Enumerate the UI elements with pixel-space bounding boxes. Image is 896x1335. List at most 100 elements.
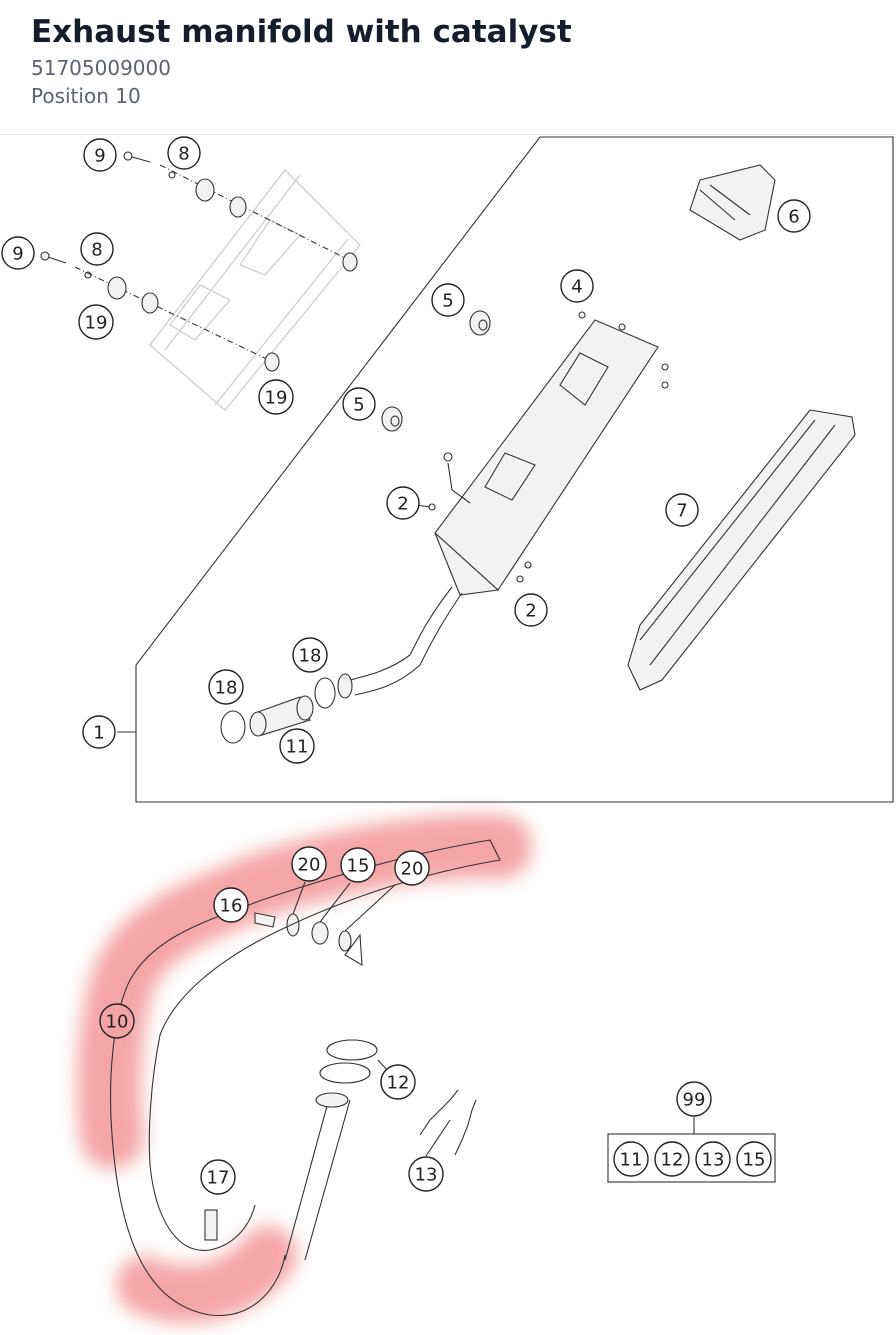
connector-parts (220, 677, 336, 744)
callout-circle (82, 715, 116, 749)
page-header: Exhaust manifold with catalyst 517050090… (0, 0, 896, 135)
callout-circle (279, 728, 315, 764)
position-label: Position 10 (31, 84, 141, 108)
callout-circle (80, 232, 114, 266)
callout-17[interactable]: 17 (200, 1159, 236, 1195)
callout-label: 11 (286, 737, 309, 758)
callout-11[interactable]: 11 (613, 1141, 649, 1177)
callout-8[interactable]: 8 (80, 232, 114, 266)
callout-13[interactable]: 13 (408, 1156, 444, 1192)
callout-12[interactable]: 12 (380, 1064, 416, 1100)
callout-label: 8 (91, 240, 102, 261)
callout-label: 8 (178, 144, 189, 165)
callout-label: 99 (683, 1090, 706, 1111)
callout-circle (213, 887, 249, 923)
callout-circle (676, 1081, 712, 1117)
callout-2[interactable]: 2 (514, 593, 548, 627)
bolt-assembly-upper (123, 151, 358, 272)
bolt-assembly-lower (40, 251, 280, 372)
callout-label: 20 (401, 859, 424, 880)
callout-circle (431, 283, 465, 317)
callout-5[interactable]: 5 (342, 387, 376, 421)
callout-label: 20 (298, 855, 321, 876)
callout-19[interactable]: 19 (258, 379, 294, 415)
callout-circle (665, 493, 699, 527)
callout-4[interactable]: 4 (560, 269, 594, 303)
callout-circle (394, 850, 430, 886)
callout-circle (695, 1141, 731, 1177)
callout-circle (408, 1156, 444, 1192)
callout-label: 13 (702, 1150, 725, 1171)
callout-circle (340, 847, 376, 883)
rubber-grommet (381, 310, 491, 432)
callout-circle (386, 486, 420, 520)
callout-circle (560, 269, 594, 303)
callout-8[interactable]: 8 (167, 136, 201, 170)
callout-circle (99, 1003, 135, 1039)
callout-label: 15 (743, 1150, 766, 1171)
callout-label: 10 (106, 1012, 129, 1033)
callout-6[interactable]: 6 (777, 199, 811, 233)
callout-label: 17 (207, 1168, 230, 1189)
callout-circle (200, 1159, 236, 1195)
callout-label: 19 (85, 313, 108, 334)
callout-20[interactable]: 20 (291, 846, 327, 882)
callout-circle (342, 387, 376, 421)
callout-label: 11 (620, 1150, 643, 1171)
callout-label: 9 (12, 244, 23, 265)
callout-label: 12 (661, 1150, 684, 1171)
callout-label: 18 (215, 678, 238, 699)
callout-12[interactable]: 12 (654, 1141, 690, 1177)
callout-99[interactable]: 99 (676, 1081, 712, 1117)
callout-circle (258, 379, 294, 415)
kit-frame (135, 136, 894, 803)
callout-circle (78, 304, 114, 340)
callout-circle (167, 136, 201, 170)
kit-contents-box (607, 1117, 776, 1183)
callout-label: 6 (788, 207, 799, 228)
exhaust-manifold (110, 839, 501, 1316)
callout-15[interactable]: 15 (736, 1141, 772, 1177)
callout-16[interactable]: 16 (213, 887, 249, 923)
callout-label: 19 (265, 388, 288, 409)
callout-label: 5 (353, 395, 364, 416)
callout-18[interactable]: 18 (208, 669, 244, 705)
callout-circle (613, 1141, 649, 1177)
highlighted-part-glow (76, 814, 532, 1324)
callout-1[interactable]: 1 (82, 715, 116, 749)
callout-19[interactable]: 19 (78, 304, 114, 340)
callout-label: 16 (220, 896, 243, 917)
callout-label: 1 (93, 723, 104, 744)
silencer-body (337, 311, 669, 699)
callout-label: 7 (676, 501, 687, 522)
callout-13[interactable]: 13 (695, 1141, 731, 1177)
callout-label: 13 (415, 1165, 438, 1186)
callout-circle (83, 138, 117, 172)
callout-20[interactable]: 20 (394, 850, 430, 886)
callout-9[interactable]: 9 (83, 138, 117, 172)
callout-11[interactable]: 11 (279, 728, 315, 764)
callout-15[interactable]: 15 (340, 847, 376, 883)
callout-2[interactable]: 2 (386, 486, 420, 520)
callout-5[interactable]: 5 (431, 283, 465, 317)
frame-bracket (149, 169, 361, 411)
callout-7[interactable]: 7 (665, 493, 699, 527)
callout-label: 2 (397, 494, 408, 515)
callout-label: 18 (299, 646, 322, 667)
callout-circle (208, 669, 244, 705)
callout-9[interactable]: 9 (1, 236, 35, 270)
callout-label: 4 (571, 277, 582, 298)
callout-circle (777, 199, 811, 233)
callout-circle (654, 1141, 690, 1177)
callout-label: 9 (94, 146, 105, 167)
callout-10[interactable]: 10 (99, 1003, 135, 1039)
part-number: 51705009000 (31, 56, 171, 80)
silencer-end-cap (689, 164, 776, 241)
callout-circle (292, 637, 328, 673)
page-title: Exhaust manifold with catalyst (31, 14, 572, 50)
callout-label: 5 (442, 291, 453, 312)
callout-18[interactable]: 18 (292, 637, 328, 673)
callout-circle (1, 236, 35, 270)
